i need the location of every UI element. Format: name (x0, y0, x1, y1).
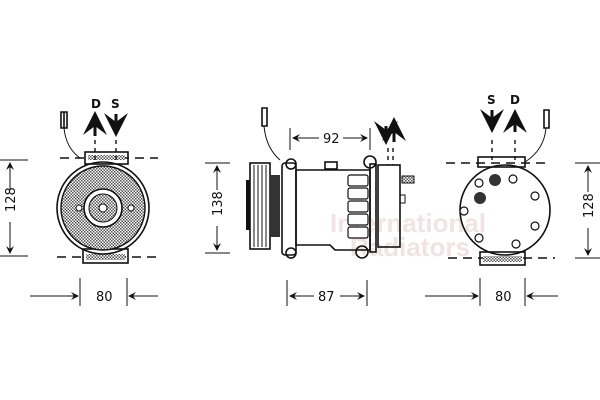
rear-height-dim: 128 (582, 193, 597, 218)
front-width-dim: 80 (96, 290, 113, 305)
side-bottom-dim: 87 (318, 290, 335, 305)
front-view: D S 128 80 (0, 97, 158, 306)
side-top-dim: 92 (323, 132, 340, 147)
port-label-suction: S (111, 97, 120, 111)
side-height-dim: 138 (211, 191, 226, 216)
port-label-suction-rear: S (487, 93, 496, 107)
rear-width-dim: 80 (495, 290, 512, 305)
port-label-discharge: D (91, 97, 101, 111)
rear-view: S D 128 80 (425, 93, 600, 306)
side-view: 138 92 87 (205, 107, 415, 306)
port-label-discharge-rear: D (510, 93, 520, 107)
front-height-dim: 128 (4, 187, 19, 212)
